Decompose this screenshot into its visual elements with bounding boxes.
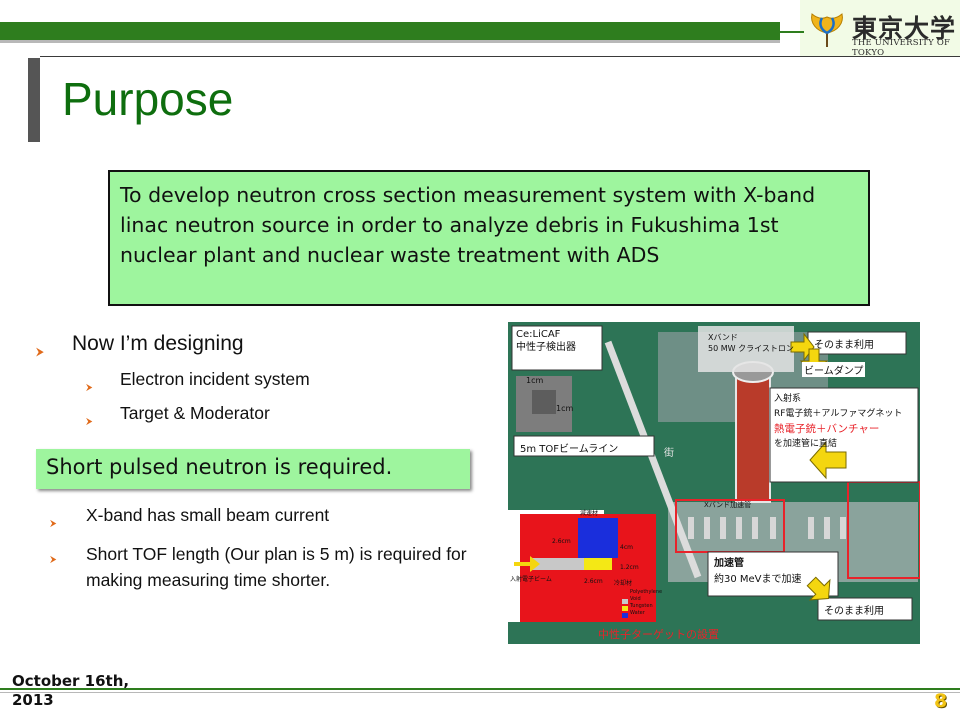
accelerator-tube-label: Xバンド加速管 bbox=[704, 501, 752, 509]
footer-rule-shadow bbox=[0, 692, 960, 693]
target-label: 中性子ターゲットの設置 bbox=[598, 628, 719, 641]
sub-bullet-arrow-icon: ⮞ bbox=[86, 383, 93, 393]
coolant-label: 冷却材 bbox=[614, 580, 633, 587]
material-legend: Polyethylene Void Tungsten Water bbox=[630, 589, 663, 616]
purpose-statement-box: To develop neutron cross section measure… bbox=[108, 170, 870, 306]
bullet-now-designing: Now I’m designing bbox=[72, 332, 244, 355]
ginkgo-logo-icon bbox=[811, 13, 843, 47]
dimension-label: 4cm bbox=[620, 544, 633, 551]
moderator-label: 減速材 bbox=[580, 510, 599, 517]
slide-title: Purpose bbox=[62, 73, 234, 125]
reuse-label-top: そのまま利用 bbox=[814, 340, 874, 351]
area-label: 街 bbox=[664, 448, 674, 459]
title-accent-bar bbox=[28, 58, 40, 142]
incident-beam-label: 入射電子ビーム bbox=[510, 576, 552, 583]
injector-label: 入射系 RF電子銃＋アルファマグネット 熱電子銃＋バンチャー を加速管に直結 bbox=[774, 394, 903, 449]
university-logo-kanji: 東京大学 bbox=[852, 14, 957, 43]
dimension-label: 2.6cm bbox=[584, 578, 603, 585]
header-rule bbox=[40, 56, 960, 57]
legend-swatch-void bbox=[622, 599, 628, 604]
klystron-label: Xバンド 50 MW クライストロン bbox=[708, 333, 794, 353]
reuse-label-bottom: そのまま利用 bbox=[824, 606, 884, 617]
sub-bullet-item: Electron incident system bbox=[120, 369, 310, 389]
legend-swatch-water bbox=[622, 613, 628, 618]
accelerator-label: 加速管 約30 MeVまで加速 bbox=[714, 558, 802, 585]
sub-bullet-item: Target & Moderator bbox=[120, 403, 270, 423]
dimension-label: 2.6cm bbox=[552, 538, 571, 545]
header-connector-line bbox=[780, 31, 804, 33]
reason-item: X-band has small beam current bbox=[86, 505, 330, 525]
bullet-arrow-icon: ⮞ bbox=[50, 555, 57, 565]
bullet-arrow-icon: ⮞ bbox=[36, 345, 44, 358]
footer-date: October 16th, 2013 bbox=[12, 672, 130, 709]
dimension-label: 1.2cm bbox=[620, 564, 639, 571]
footer-rule bbox=[0, 688, 960, 690]
beamdump-label: ビームダンプ bbox=[802, 362, 866, 377]
sub-bullet-arrow-icon: ⮞ bbox=[86, 417, 93, 427]
header-bar-shadow bbox=[0, 40, 780, 43]
detector-label: Ce:LiCAF 中性子検出器 bbox=[516, 329, 576, 353]
short-pulse-callout: Short pulsed neutron is required. bbox=[36, 449, 470, 489]
legend-swatch-tungsten bbox=[622, 606, 628, 611]
beamline-label: 5m TOFビームライン bbox=[520, 444, 619, 455]
bullet-arrow-icon: ⮞ bbox=[50, 519, 57, 529]
facility-layout-figure: Ce:LiCAF 中性子検出器 1cm 1cm 5m TOFビームライン Xバン… bbox=[508, 322, 920, 644]
dimension-label: 1cm bbox=[526, 376, 544, 385]
university-logo-subtitle: THE UNIVERSITY OF TOKYO bbox=[852, 38, 951, 58]
header-bar bbox=[0, 22, 780, 42]
page-number: 8 bbox=[934, 690, 948, 712]
reason-item: Short TOF length (Our plan is 5 m) is re… bbox=[86, 544, 467, 590]
legend-swatch-polyethylene bbox=[622, 592, 628, 597]
dimension-label: 1cm bbox=[556, 404, 574, 413]
